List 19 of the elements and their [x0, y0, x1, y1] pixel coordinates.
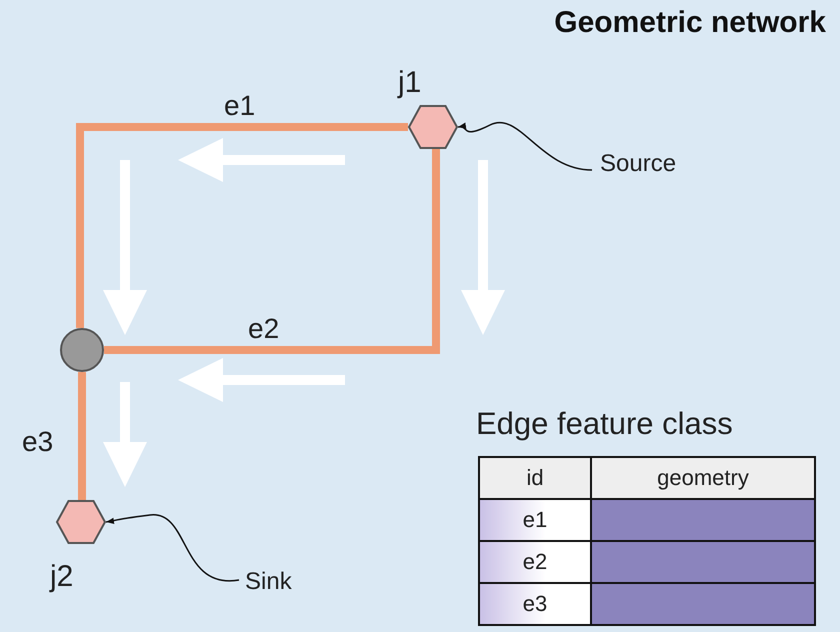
leader-line [106, 514, 240, 582]
edge-line [104, 149, 440, 354]
edge-line [78, 372, 86, 500]
node-label: Sink [245, 568, 292, 596]
junction-label: j1 [398, 66, 422, 100]
junction-label: j2 [50, 560, 74, 594]
edge-line [76, 123, 408, 328]
junction-hexagon [56, 500, 106, 544]
junction-circle [60, 328, 104, 372]
leader-line [458, 122, 592, 171]
column-header: geometry [591, 457, 815, 499]
table-cell: e3 [479, 583, 591, 625]
diagram-title: Geometric network [554, 6, 826, 40]
table-cell: e1 [479, 499, 591, 541]
column-header: id [479, 457, 591, 499]
table-title: Edge feature class [476, 406, 733, 442]
table-cell: e2 [479, 541, 591, 583]
junction-hexagon [408, 105, 458, 149]
node-label: Source [600, 150, 676, 178]
